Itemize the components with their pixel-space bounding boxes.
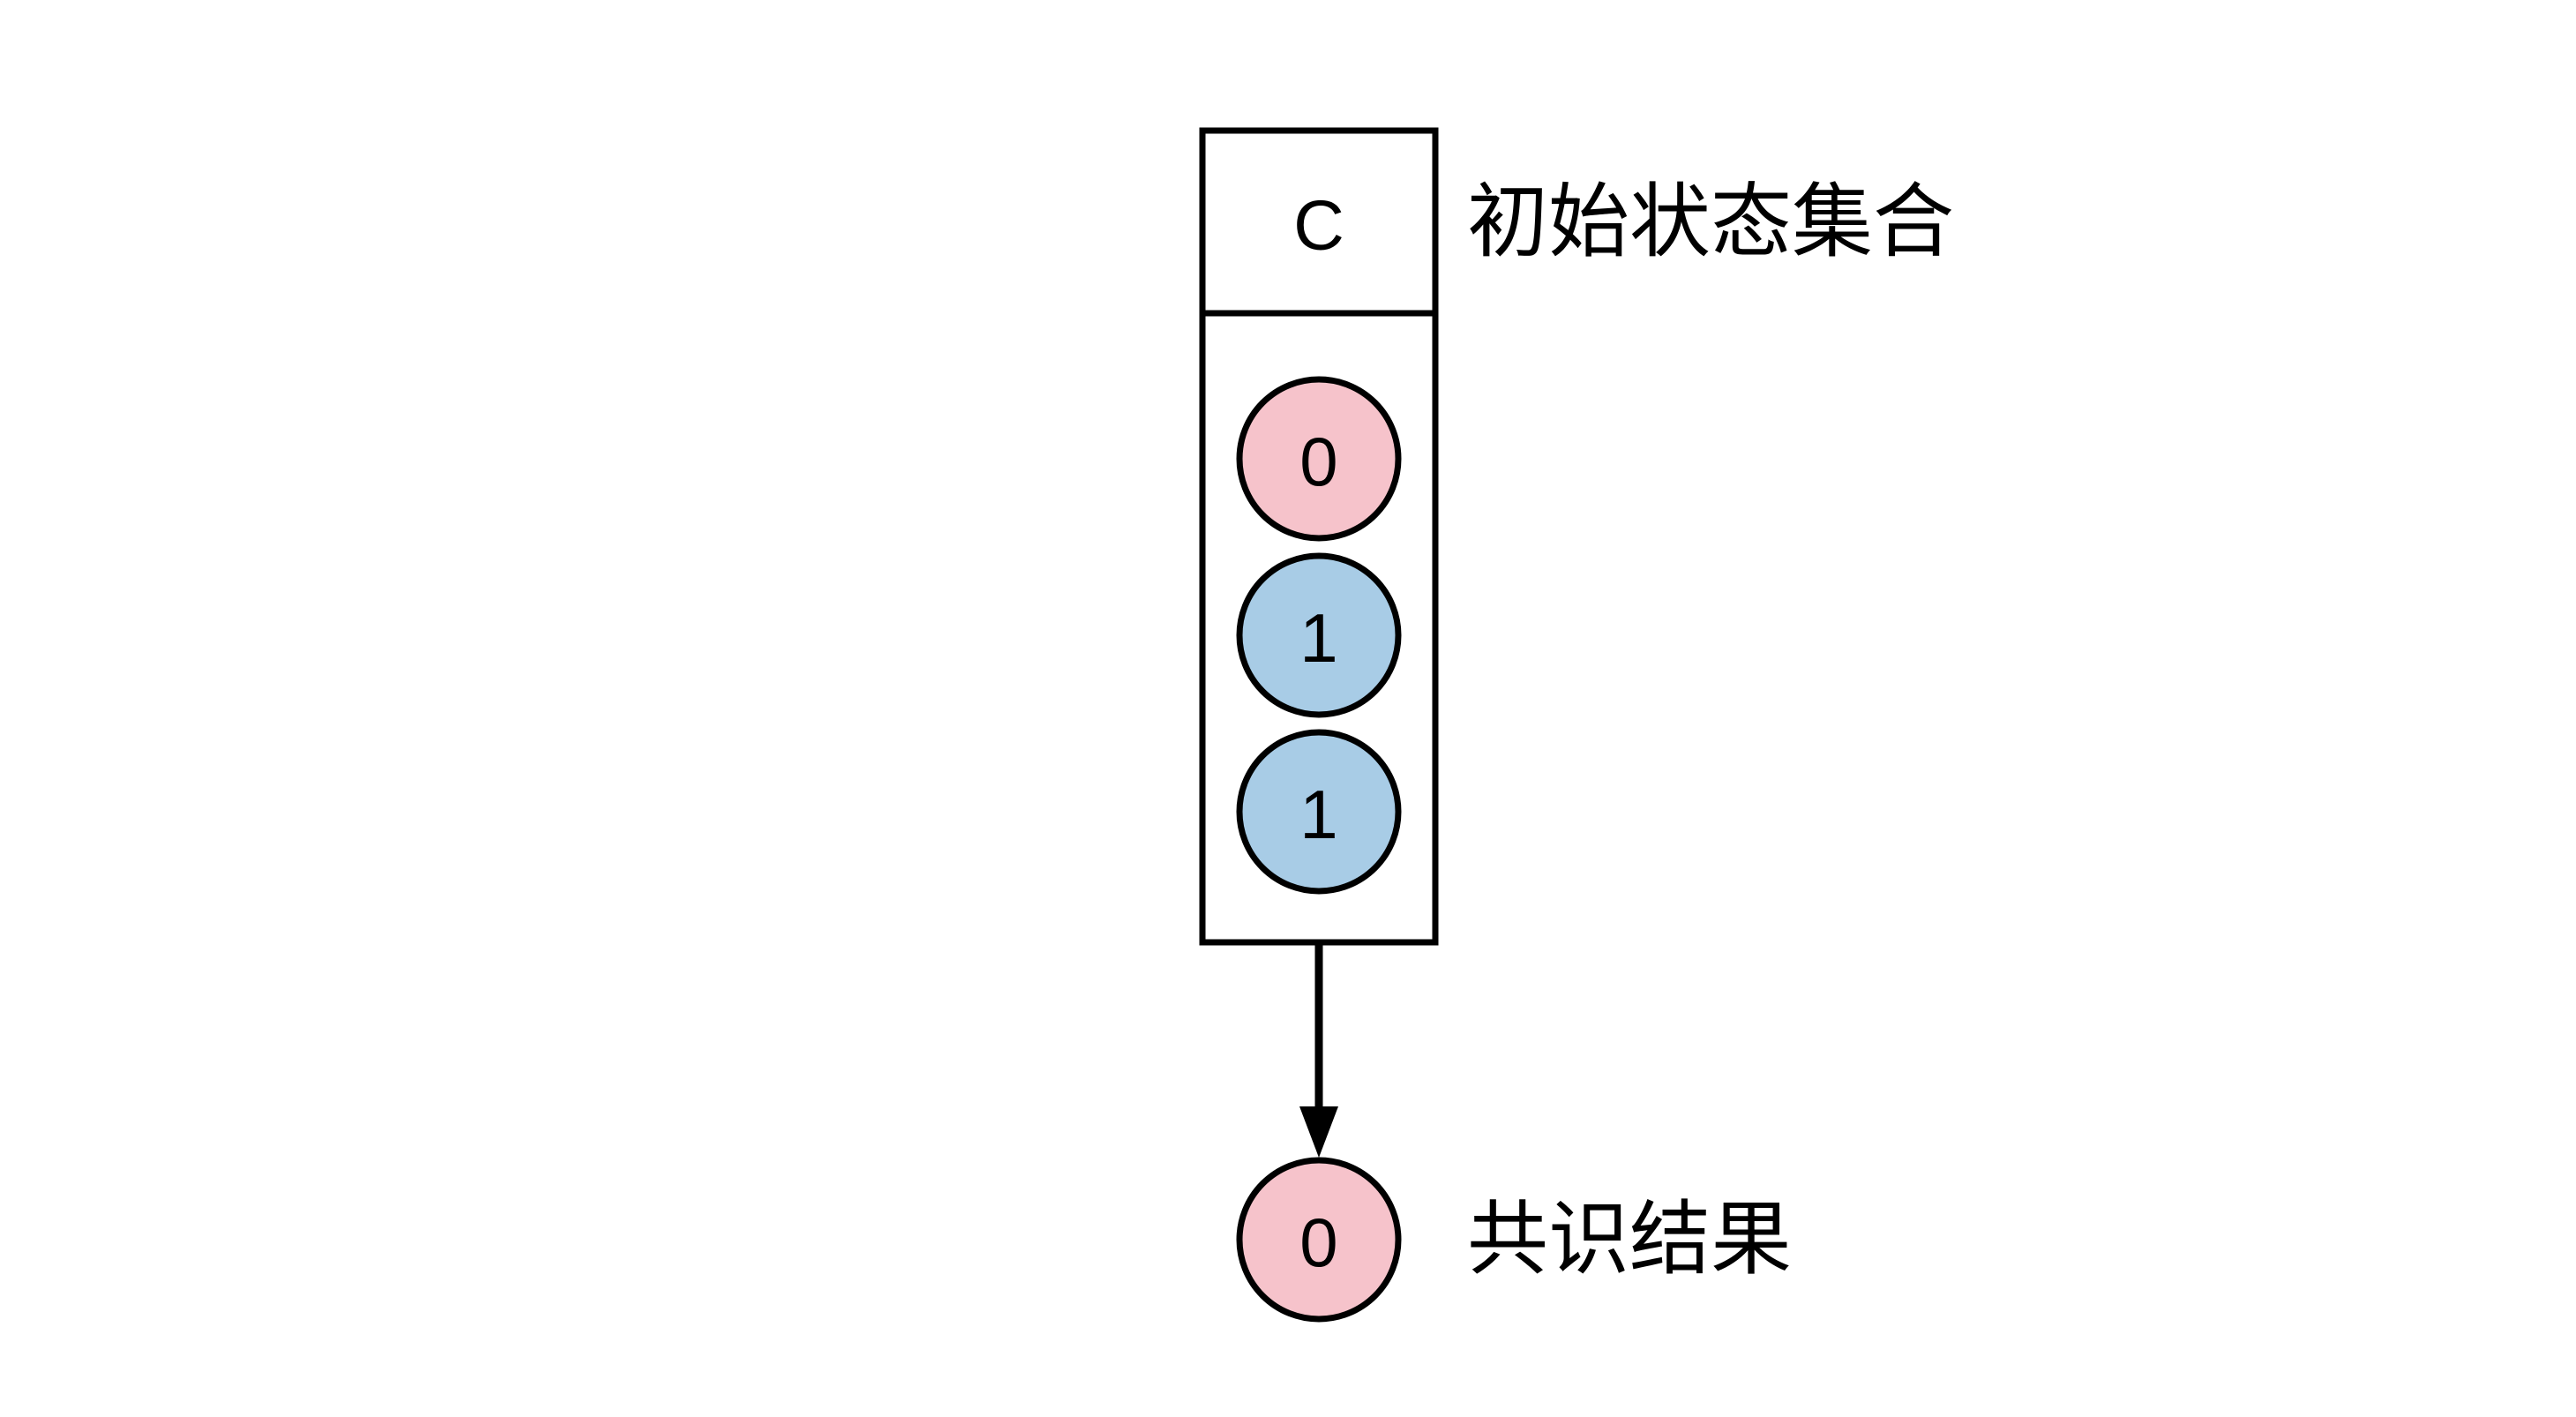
state-node-circle (1236, 729, 1402, 895)
state-node-value: 1 (1299, 776, 1337, 853)
consensus-flow-arrow (1299, 942, 1338, 1158)
consensus-node-circle (1236, 1157, 1402, 1323)
initial-set-header-label: C (1293, 186, 1344, 265)
state-node-circle (1236, 552, 1402, 718)
state-node-value: 1 (1299, 599, 1337, 677)
state-node-value: 0 (1299, 423, 1337, 500)
consensus-result-annotation: 共识结果 (1467, 1195, 1792, 1285)
consensus-node-value: 0 (1299, 1203, 1337, 1281)
state-node-1: 1 (1236, 552, 1402, 718)
state-node-2: 1 (1236, 729, 1402, 895)
consensus-result-node: 0 (1236, 1157, 1402, 1323)
arrow-head-triangle (1299, 1106, 1338, 1158)
state-node-circle (1236, 376, 1402, 542)
state-node-0: 0 (1236, 376, 1402, 542)
initial-state-set-annotation: 初始状态集合 (1467, 177, 1954, 267)
initial-state-set-group: C 0 1 1 (1199, 127, 1439, 946)
